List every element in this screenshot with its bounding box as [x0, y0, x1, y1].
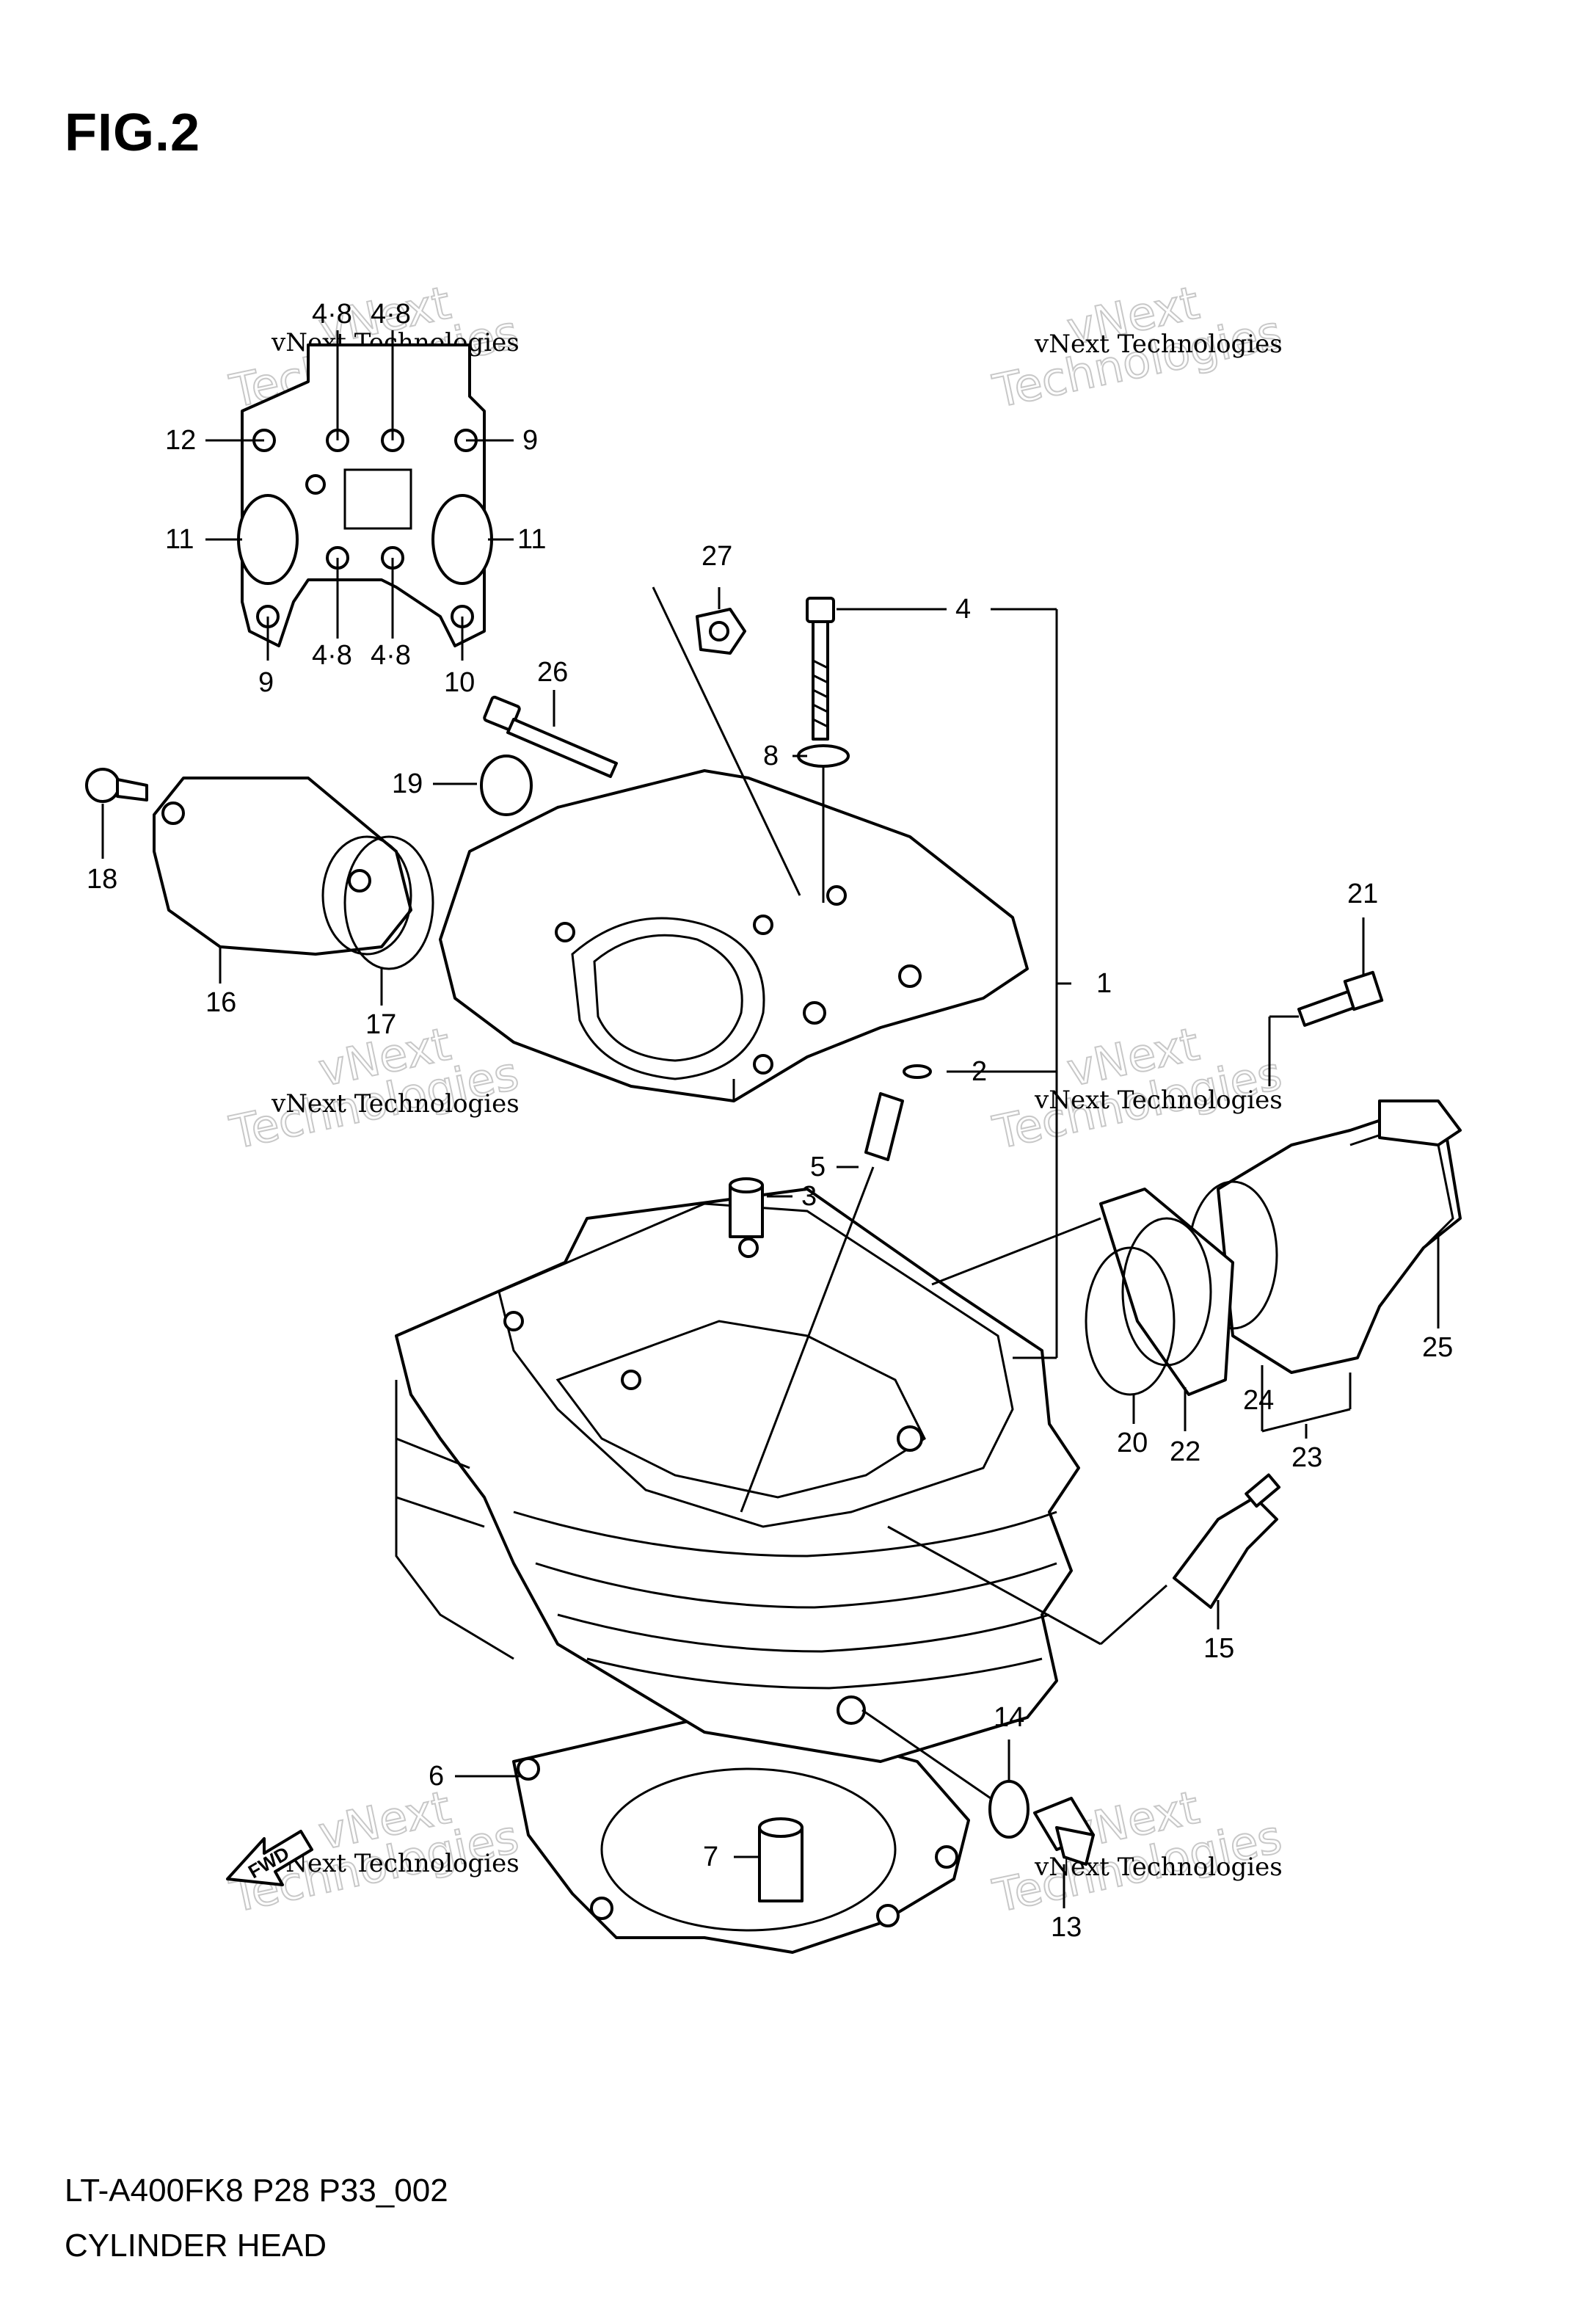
model-code: LT-A400FK8 P28 P33_002 — [65, 2173, 448, 2209]
inset-label: 9 — [258, 667, 274, 698]
inset-label: 9 — [522, 425, 538, 456]
spark-plug-15 — [1173, 1473, 1281, 1609]
part-label-17: 17 — [365, 1009, 396, 1040]
bolt-18 — [85, 768, 148, 803]
part-label-3: 3 — [801, 1181, 817, 1212]
inset-label: 4·8 — [312, 640, 352, 671]
gasket-22 — [1099, 1188, 1234, 1396]
o-ring-19 — [480, 755, 533, 816]
inset-label: 11 — [517, 524, 546, 555]
bolt-26 — [483, 695, 618, 778]
part-label-16: 16 — [205, 987, 236, 1018]
bolt-4 — [806, 597, 835, 741]
part-number-labels: 1 2 3 4 5 6 7 8 13 14 15 16 17 18 19 20 … — [87, 541, 1453, 1943]
cam-cover-16 — [153, 777, 412, 956]
part-label-27: 27 — [702, 541, 732, 572]
assembly-name: CYLINDER HEAD — [65, 2228, 327, 2264]
bolt-21 — [1297, 970, 1384, 1027]
part-label-20: 20 — [1117, 1428, 1148, 1458]
dowel-3 — [729, 1177, 764, 1238]
o-ring-2 — [903, 1064, 932, 1079]
part-label-14: 14 — [994, 1702, 1024, 1733]
part-label-4: 4 — [955, 594, 971, 625]
cylinder-head-cover — [439, 769, 1029, 1102]
nut-27 — [696, 608, 746, 655]
o-ring-20 — [1085, 1246, 1176, 1396]
part-label-23: 23 — [1291, 1442, 1322, 1473]
part-label-8: 8 — [763, 741, 779, 771]
part-label-15: 15 — [1203, 1633, 1234, 1664]
watermark: vNext Technologies vNext Technologies — [988, 275, 1287, 419]
part-label-6: 6 — [429, 1761, 444, 1792]
cylinder-base-gasket — [512, 1716, 970, 1954]
cylinder-head-body — [395, 1188, 1080, 1763]
part-label-19: 19 — [392, 768, 423, 799]
part-label-1: 1 — [1096, 968, 1112, 999]
part-label-5: 5 — [810, 1152, 826, 1182]
svg-text:vNext Technologies: vNext Technologies — [1034, 1086, 1283, 1115]
watermark: vNext Technologies vNext Technologies — [988, 1780, 1287, 1924]
inset-label: 4·8 — [371, 299, 411, 330]
part-label-22: 22 — [1170, 1436, 1200, 1467]
washer-14 — [988, 1780, 1030, 1839]
part-label-7: 7 — [703, 1842, 718, 1872]
bolt-tightening-order-inset: 4·8 4·8 12 9 11 11 4·8 4·8 9 10 — [165, 299, 546, 698]
plug-13 — [1033, 1797, 1095, 1866]
figure-title: FIG.2 — [65, 103, 201, 162]
part-label-21: 21 — [1347, 879, 1378, 909]
inset-label: 10 — [444, 667, 475, 698]
part-label-18: 18 — [87, 864, 117, 895]
pin-5 — [864, 1092, 904, 1161]
inset-label: 4·8 — [312, 299, 352, 330]
watermark: vNext Technologies vNext Technologies — [988, 1017, 1287, 1160]
o-ring-17 — [343, 835, 434, 970]
part-label-24: 24 — [1243, 1385, 1274, 1416]
svg-text:vNext Technologies: vNext Technologies — [271, 1089, 520, 1119]
inset-label: 11 — [165, 524, 194, 555]
intake-pipe-25 — [1217, 1099, 1462, 1374]
part-label-2: 2 — [972, 1056, 987, 1087]
part-label-25: 25 — [1422, 1332, 1453, 1363]
svg-text:vNext Technologies: vNext Technologies — [271, 1849, 520, 1878]
leader-lines — [101, 586, 1440, 1908]
inset-label: 12 — [165, 425, 196, 456]
inset-label: 4·8 — [371, 640, 411, 671]
dowel-7 — [758, 1817, 804, 1902]
part-label-13: 13 — [1051, 1912, 1082, 1943]
part-label-26: 26 — [537, 657, 568, 688]
svg-text:vNext Technologies: vNext Technologies — [1034, 330, 1283, 359]
